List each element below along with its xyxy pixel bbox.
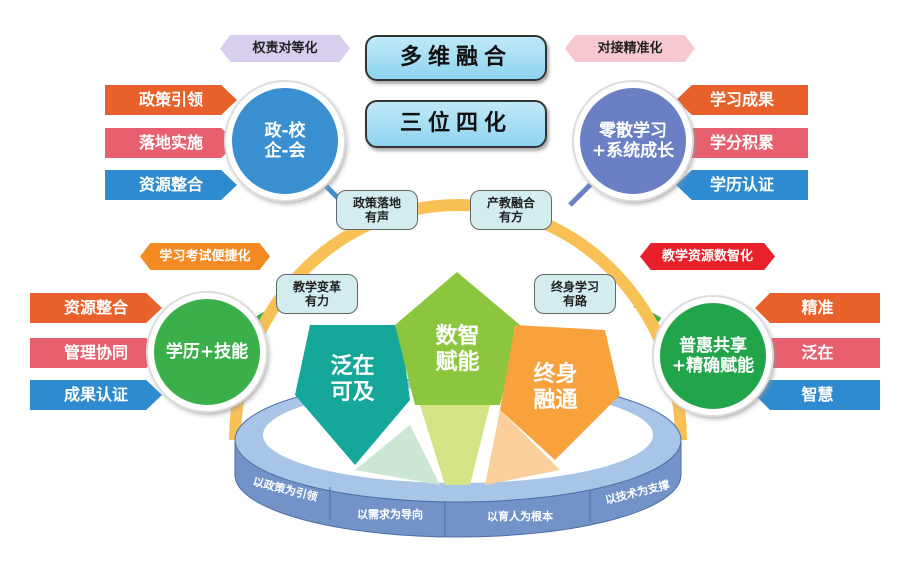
arrow-cert: 学历认证 xyxy=(676,170,808,200)
hex-top-left: 权责对等化 xyxy=(220,35,350,62)
arrow-smart: 智慧 xyxy=(755,380,880,410)
title-top: 多维融合 xyxy=(365,35,547,81)
arrow-outcome: 学习成果 xyxy=(676,85,808,115)
arrow-precise: 精准 xyxy=(755,293,880,323)
pentagon-label-smart: 数智 赋能 xyxy=(435,323,480,375)
ring-label-demand: 以需求为导向 xyxy=(357,508,423,522)
pentagon-amber xyxy=(500,325,620,460)
hex-mid-right: 教学资源数智化 xyxy=(640,243,775,270)
title-bottom: 三位四化 xyxy=(365,100,547,148)
arrow-result-cert: 成果认证 xyxy=(30,380,162,410)
light-triangle xyxy=(420,405,490,485)
hex-top-right: 对接精准化 xyxy=(565,35,695,62)
light-triangle xyxy=(485,410,560,485)
tag-industry: 产教融合 有方 xyxy=(470,190,552,230)
tag-teaching: 教学变革 有力 xyxy=(276,274,358,314)
ring-label-education: 以育人为根本 xyxy=(487,510,553,524)
pentagon-teal xyxy=(295,325,410,465)
tag-lifelong: 终身学习 有路 xyxy=(534,274,616,314)
circle-degree-skill: 学历+技能 xyxy=(148,293,266,411)
light-triangle xyxy=(355,425,440,485)
circle-inclusive: 普惠共享 +精确赋能 xyxy=(654,297,772,415)
arrow-policy: 政策引领 xyxy=(105,85,237,115)
tag-policy: 政策落地 有声 xyxy=(336,190,418,230)
circle-learning: 零散学习 +系统成长 xyxy=(574,82,692,200)
arrow-implement: 落地实施 xyxy=(105,128,237,158)
pentagon-label-ubiquitous: 泛在 可及 xyxy=(330,353,375,405)
arrow-credit: 学分积累 xyxy=(676,128,808,158)
arrow-management: 管理协同 xyxy=(30,338,162,368)
arrow-resource: 资源整合 xyxy=(105,170,237,200)
arrow-resource-2: 资源整合 xyxy=(30,293,162,323)
hex-mid-left: 学习考试便捷化 xyxy=(140,243,270,270)
arrow-ubiquitous: 泛在 xyxy=(755,338,880,368)
pentagon-label-lifelong: 终身 融通 xyxy=(533,361,578,413)
circle-gov-school: 政-校 企-会 xyxy=(226,82,344,200)
pentagon-green xyxy=(395,272,520,405)
connector xyxy=(568,178,597,207)
